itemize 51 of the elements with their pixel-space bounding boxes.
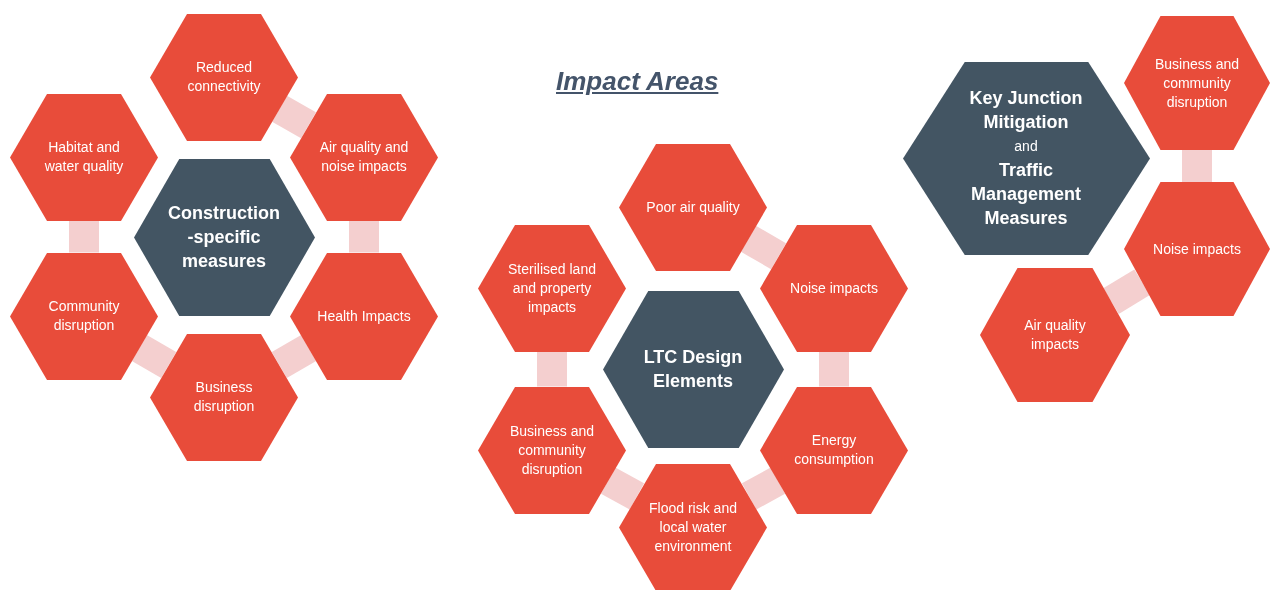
hexagon [760, 386, 908, 514]
hexagon-heading: Construction -specific measures [167, 202, 281, 273]
hexagon-heading: Key Junction Mitigation [968, 87, 1084, 134]
hexagon-heading: and [1014, 137, 1038, 156]
central-hexagon [602, 290, 784, 448]
hexagon-heading: LTC Design Elements [642, 346, 744, 393]
connector-band [1182, 150, 1212, 182]
connector-band [819, 351, 849, 387]
hexagon-label: Energy consumption [793, 431, 875, 469]
hexagon-label: Flood risk and local water environment [648, 498, 738, 556]
hexagon [10, 93, 158, 221]
hexagon [150, 13, 298, 141]
hexagon-label: Noise impacts [790, 278, 878, 298]
hexagon-label: Habitat and water quality [43, 138, 125, 176]
title: Impact Areas [556, 65, 719, 98]
connector-band [271, 335, 317, 378]
hexagon [478, 224, 626, 352]
hexagon [290, 93, 438, 221]
connector-band [272, 95, 316, 139]
hexagon-label: Community disruption [47, 297, 121, 335]
hexagon-label: Business and community disruption [508, 421, 596, 479]
hexagon-label: Business and community disruption [1153, 54, 1241, 112]
hexagon-label: Business disruption [192, 378, 256, 416]
connector-band [131, 335, 177, 378]
connector-band [600, 467, 645, 510]
hexagon-heading: Traffic Management Measures [970, 159, 1082, 230]
hexagon-label: Noise impacts [1153, 239, 1241, 259]
hexagon-label: Air quality impacts [1023, 316, 1087, 354]
connector-band [69, 220, 99, 253]
hexagon [619, 143, 767, 271]
connector-band [1103, 269, 1150, 314]
hexagon-label: Health Impacts [317, 306, 411, 326]
hexagon [478, 386, 626, 514]
hexagon-label: Sterilised land and property impacts [507, 259, 597, 317]
connector-band [741, 467, 786, 510]
hexagon [980, 268, 1130, 402]
hexagon [1124, 16, 1270, 150]
hexagon [1124, 182, 1270, 316]
hexagon-label: Poor air quality [646, 197, 740, 217]
connector-band [740, 225, 787, 270]
connector-band [537, 351, 567, 387]
hexagon [150, 333, 298, 461]
connector-band [349, 220, 379, 253]
hexagon-label: Reduced connectivity [186, 58, 262, 96]
hexagon [10, 252, 158, 380]
hexagon [290, 252, 438, 380]
central-hexagon [133, 158, 315, 316]
central-hexagon [902, 61, 1150, 255]
hexagon [760, 224, 908, 352]
hexagon [619, 463, 767, 590]
hexagon-label: Air quality and noise impacts [318, 138, 410, 176]
